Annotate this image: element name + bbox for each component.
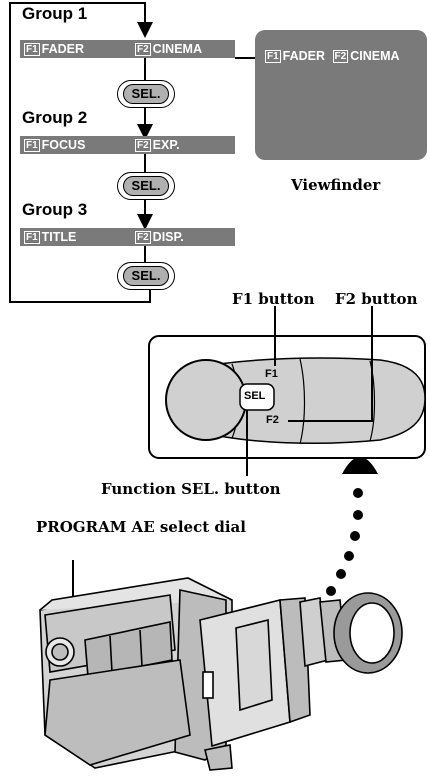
group-3-label: Group 3	[22, 200, 88, 219]
f1-key-icon: F1	[24, 43, 40, 56]
sel-button-2[interactable]: SEL.	[117, 172, 175, 200]
f1-button-label: F1 button	[232, 290, 315, 308]
group-2-f1-text: FOCUS	[41, 138, 86, 152]
f2-mark: F2	[266, 414, 279, 426]
viewfinder-label: Viewfinder	[291, 176, 381, 194]
f2-leader	[288, 306, 373, 422]
f2-button-label: F2 button	[335, 290, 418, 308]
group-1-f2-text: CINEMA	[152, 42, 202, 56]
f1-key-icon: F1	[24, 231, 40, 244]
group-2-f2-text: EXP.	[152, 138, 180, 152]
sel-button-2-label: SEL.	[123, 176, 169, 196]
viewfinder-f1-text: FADER	[282, 49, 326, 63]
group-loop	[9, 2, 153, 303]
sel-button-1-label: SEL.	[123, 84, 169, 104]
viewfinder-f2-text: CINEMA	[350, 49, 400, 63]
f1-key-icon: F1	[265, 50, 281, 63]
f2-key-icon: F2	[135, 43, 151, 56]
f1-mark: F1	[265, 368, 278, 380]
camcorder-drawing	[39, 577, 403, 771]
group-2-label: Group 2	[22, 108, 88, 127]
group-3-f2-text: DISP.	[152, 230, 184, 244]
up-arrow-icon	[342, 457, 378, 474]
function-sel-label: Function SEL. button	[101, 480, 281, 498]
sel-button-3-label: SEL.	[123, 266, 169, 286]
sel-button-1[interactable]: SEL.	[117, 80, 175, 108]
group-3-f1-text: TITLE	[41, 230, 77, 244]
f2-key-icon: F2	[135, 139, 151, 152]
sel-button-3[interactable]: SEL.	[117, 262, 175, 290]
lens-circle	[165, 359, 247, 441]
sel-button-shape	[239, 383, 275, 411]
group-1-f1-text: FADER	[41, 42, 85, 56]
group-1-label: Group 1	[22, 4, 88, 23]
sel-mark[interactable]: SEL	[244, 390, 266, 402]
program-ae-label: PROGRAM AE select dial	[36, 518, 246, 536]
f1-key-icon: F1	[24, 139, 40, 152]
f2-key-icon: F2	[135, 231, 151, 244]
f2-key-icon: F2	[332, 50, 349, 63]
